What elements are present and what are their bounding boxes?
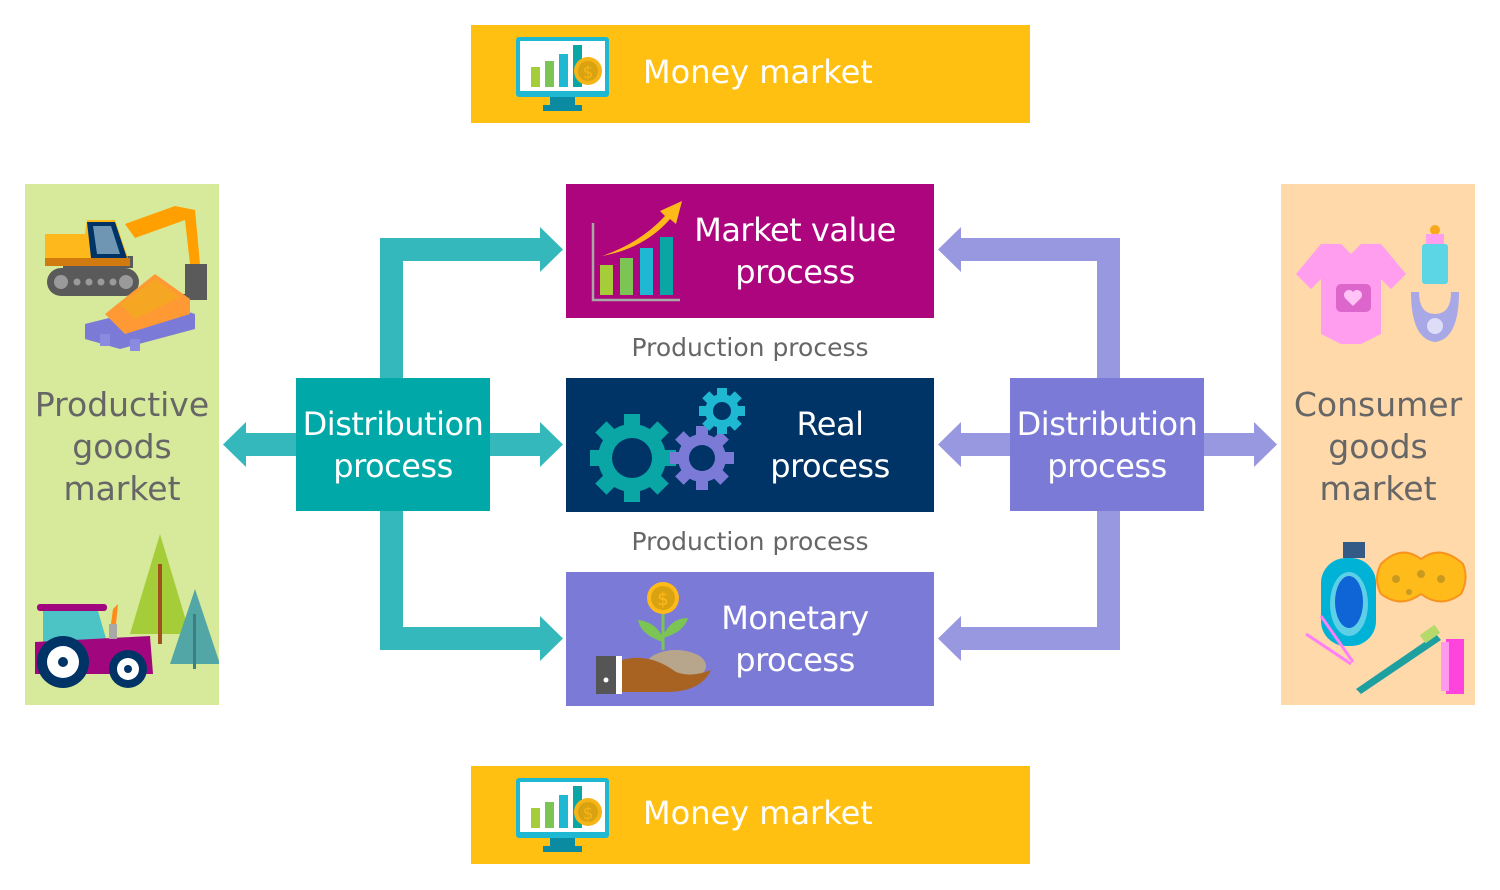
svg-text:$: $ bbox=[583, 804, 594, 824]
excavator-lumber-icon bbox=[45, 206, 207, 351]
label-line: Market value bbox=[694, 211, 896, 249]
left-top-branch bbox=[380, 238, 540, 261]
svg-text:$: $ bbox=[657, 589, 668, 610]
tractor-trees-icon bbox=[35, 534, 219, 688]
money-market-top-label: Money market bbox=[643, 53, 873, 91]
label-line: Productive bbox=[34, 385, 210, 424]
distribution-process-right[interactable]: Distribution process bbox=[1010, 378, 1204, 511]
hand-money-plant-icon: $ bbox=[596, 582, 711, 694]
sponge-icon bbox=[1376, 551, 1467, 603]
svg-text:$: $ bbox=[583, 63, 594, 83]
baby-bodysuit-icon bbox=[1296, 244, 1406, 344]
arrowhead-to-consumer-market bbox=[1254, 422, 1277, 467]
label-line: process bbox=[333, 446, 453, 485]
large-gear bbox=[590, 414, 676, 502]
arrowhead-to-monetary bbox=[540, 616, 563, 661]
arrowhead-to-real bbox=[540, 422, 563, 467]
right-middle-branch bbox=[960, 433, 1012, 456]
real-process-label: Real process bbox=[760, 403, 900, 487]
arrowhead-to-market-value bbox=[540, 227, 563, 272]
arrowhead-to-productive-market bbox=[223, 422, 246, 467]
cotton-swabs-icon bbox=[1305, 615, 1355, 666]
trees-icon bbox=[130, 534, 219, 669]
soap-bottle-icon bbox=[1321, 542, 1376, 646]
arrowhead-to-market-value-right bbox=[938, 227, 961, 272]
right-outward-branch bbox=[1203, 433, 1255, 456]
medium-gear bbox=[670, 426, 734, 490]
label-line: Real bbox=[796, 405, 864, 443]
tractor-icon bbox=[35, 604, 153, 688]
label-line: Distribution bbox=[1016, 404, 1198, 443]
toothbrush-icon bbox=[1356, 624, 1441, 694]
market-value-process-label: Market value process bbox=[690, 209, 900, 293]
label-line: process bbox=[735, 641, 855, 679]
left-middle-branch bbox=[488, 433, 540, 456]
monitor-chart-dollar-icon: $ bbox=[516, 778, 609, 852]
productive-goods-market[interactable]: Productive goods market bbox=[25, 184, 219, 705]
productive-goods-market-label: Productive goods market bbox=[25, 384, 219, 510]
distribution-process-left[interactable]: Distribution process bbox=[296, 378, 490, 511]
production-process-label-bottom: Production process bbox=[631, 527, 869, 556]
label-line: goods bbox=[1328, 427, 1428, 466]
gears-icon bbox=[590, 388, 745, 502]
baby-items-icon bbox=[1296, 225, 1459, 344]
bib-icon bbox=[1411, 292, 1459, 342]
growth-chart-icon bbox=[591, 201, 682, 302]
label-line: market bbox=[1319, 469, 1437, 508]
small-gear bbox=[699, 388, 745, 434]
market-value-process[interactable]: Market value process bbox=[566, 184, 934, 318]
lumber-pallet-icon bbox=[85, 274, 195, 351]
arrowhead-to-monetary-right bbox=[938, 616, 961, 661]
consumer-goods-market[interactable]: Consumer goods market bbox=[1281, 184, 1475, 705]
label-line: Consumer bbox=[1293, 385, 1463, 424]
hygiene-items-icon bbox=[1305, 542, 1467, 694]
right-top-branch bbox=[960, 238, 1120, 261]
distribution-left-label: Distribution process bbox=[303, 403, 484, 487]
left-bottom-branch bbox=[380, 627, 540, 650]
baby-bottle-icon bbox=[1422, 225, 1448, 284]
label-line: process bbox=[735, 253, 855, 291]
label-line: Distribution bbox=[302, 404, 484, 443]
label-line: Monetary bbox=[721, 599, 869, 637]
left-outward-branch bbox=[245, 433, 297, 456]
production-process-label-top: Production process bbox=[631, 333, 869, 362]
label-line: process bbox=[770, 447, 890, 485]
comb-icon bbox=[1441, 639, 1464, 694]
monitor-chart-dollar-icon: $ bbox=[516, 37, 609, 111]
monetary-process[interactable]: $ Monetary process bbox=[566, 572, 934, 706]
coin-icon: $ bbox=[647, 582, 679, 614]
label-line: process bbox=[1047, 446, 1167, 485]
label-line: market bbox=[63, 469, 181, 508]
right-bottom-branch bbox=[960, 627, 1120, 650]
real-process[interactable]: Real process bbox=[566, 378, 934, 512]
money-market-bottom-label: Money market bbox=[643, 794, 873, 832]
money-market-bottom[interactable]: $ Money market bbox=[471, 766, 1030, 864]
distribution-right-label: Distribution process bbox=[1017, 403, 1198, 487]
excavator-icon bbox=[45, 206, 207, 300]
left-distribution-arrows bbox=[223, 227, 563, 661]
consumer-goods-market-label: Consumer goods market bbox=[1281, 384, 1475, 510]
arrowhead-to-real-right bbox=[938, 422, 961, 467]
label-line: goods bbox=[72, 427, 172, 466]
monetary-process-label: Monetary process bbox=[690, 597, 900, 681]
money-market-top[interactable]: $ Money market bbox=[471, 25, 1030, 123]
